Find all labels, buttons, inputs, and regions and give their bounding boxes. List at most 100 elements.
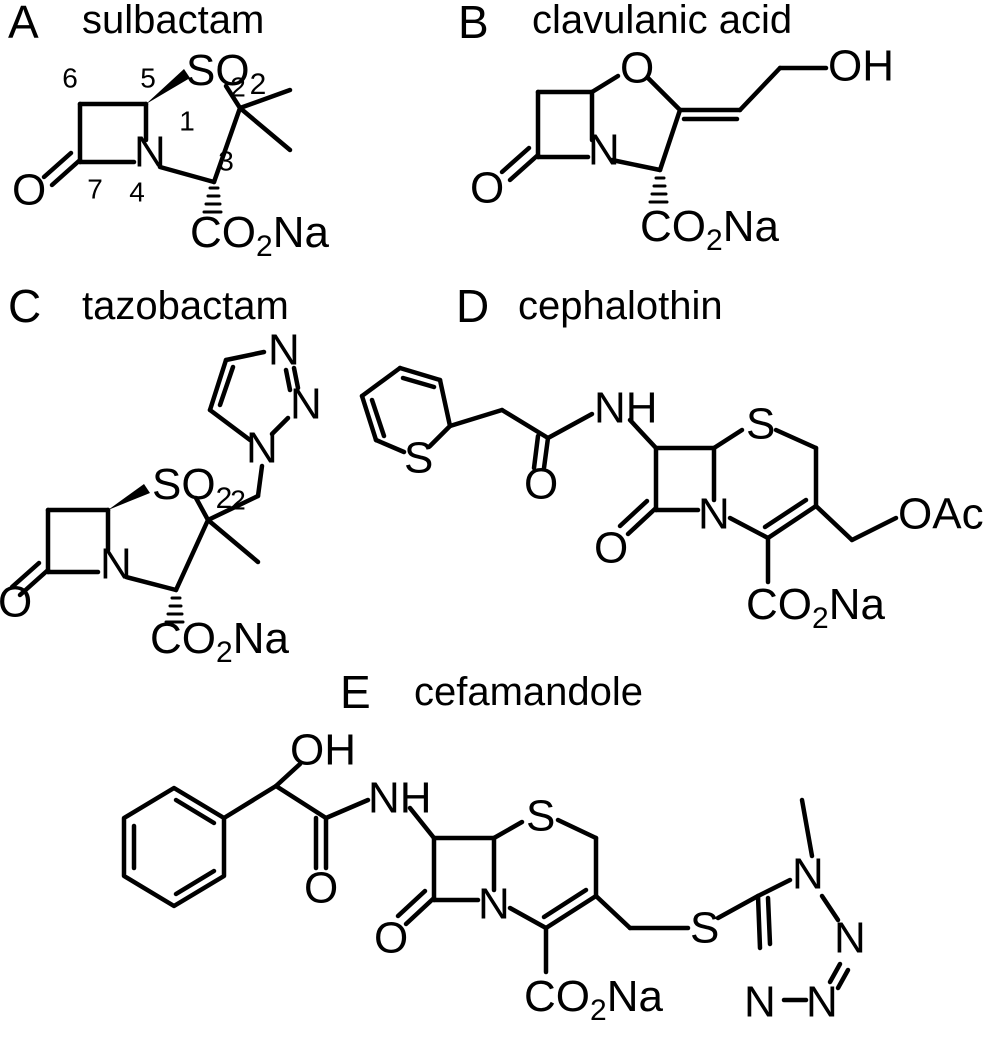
tetrazole-nitrogen-label: N — [792, 850, 824, 899]
bond — [819, 893, 841, 923]
bond — [173, 868, 217, 897]
ring-sulfur-label: S — [746, 400, 775, 449]
bond — [237, 87, 293, 111]
panel-d-cephalothin: D cephalothin — [359, 280, 984, 635]
nitrogen-label: N — [100, 540, 132, 589]
bond — [223, 349, 267, 363]
bond — [217, 364, 236, 408]
bond — [193, 495, 211, 523]
bond — [507, 152, 541, 183]
carboxylate-label: CO2Na — [190, 208, 329, 263]
bond — [507, 905, 549, 931]
panel-b-clavulanic-acid: B clavulanic acid O — [458, 0, 894, 257]
bond — [205, 517, 261, 565]
locant: 4 — [129, 177, 145, 208]
bond — [273, 761, 303, 789]
panel-c-bonds — [9, 349, 301, 624]
locant: 5 — [140, 63, 156, 94]
amide-oxygen-label: O — [304, 864, 338, 913]
bond — [617, 498, 650, 529]
carboxylate-label: CO2Na — [524, 972, 663, 1027]
carboxylate-label: CO2Na — [746, 580, 885, 635]
panel-e-bonds — [121, 761, 851, 1003]
panel-e-atoms: OH NH O S N O S N N N N CO2Na — [290, 726, 866, 1027]
bond — [499, 407, 551, 441]
locant: 7 — [87, 174, 103, 205]
bond — [283, 367, 293, 393]
panel-b-name: clavulanic acid — [532, 0, 792, 42]
wedge-bond — [108, 484, 150, 510]
bond — [799, 797, 815, 859]
panel-a-bonds — [41, 69, 293, 214]
panel-a-sulbactam: A sulbactam SO2 N O C — [8, 0, 329, 263]
wedge-bond — [146, 69, 190, 104]
bond — [813, 503, 855, 543]
carbonyl-oxygen-label: O — [12, 166, 46, 215]
locant: 2 — [230, 485, 246, 516]
triazole-nitrogen-label: N — [268, 326, 300, 375]
bond — [269, 415, 291, 437]
bond — [400, 375, 437, 390]
carbonyl-oxygen-label: O — [594, 524, 628, 573]
sulfone-label: SO2 — [186, 46, 266, 101]
bond — [437, 377, 453, 429]
panel-c-atoms: N N N SO2 2 N O CO2Na — [0, 326, 322, 669]
panel-a-name: sulbactam — [82, 0, 264, 42]
benzene-ring — [121, 785, 227, 909]
panel-c-name: tazobactam — [82, 284, 289, 328]
bond — [41, 150, 74, 180]
thiophene-sulfur-label: S — [404, 434, 433, 483]
bond — [323, 797, 371, 821]
locant: 1 — [179, 106, 195, 137]
hydroxyl-label: OH — [828, 42, 894, 91]
panel-b-atoms: O OH N O CO2Na — [470, 42, 894, 257]
bond — [765, 895, 773, 947]
bond — [427, 423, 453, 449]
bond — [593, 893, 633, 931]
bond — [715, 893, 761, 921]
locant: 6 — [62, 63, 78, 94]
bond — [627, 417, 659, 451]
bond — [625, 505, 659, 537]
bond — [407, 805, 437, 841]
locant: 3 — [218, 146, 234, 177]
hashed-bond — [164, 596, 185, 624]
bond — [589, 73, 621, 95]
bond — [827, 961, 843, 985]
panel-e-name: cefamandole — [414, 670, 643, 714]
locant: 2 — [230, 72, 246, 103]
panel-a-letter: A — [8, 0, 39, 48]
sulfone-label: SO2 — [152, 460, 232, 515]
thioether-sulfur-label: S — [690, 904, 719, 953]
bond — [737, 65, 783, 113]
panel-a-locants: 6 5 1 2 3 4 7 — [62, 63, 246, 208]
bond — [499, 145, 532, 175]
bond — [531, 433, 541, 471]
bond — [773, 427, 819, 451]
ring-sulfur-label: S — [526, 792, 555, 841]
amide-nh-label: NH — [594, 384, 658, 433]
bond — [9, 560, 42, 590]
bond — [223, 83, 243, 111]
bond — [491, 819, 525, 841]
bond — [755, 877, 793, 899]
bond — [359, 365, 403, 399]
bond — [403, 895, 437, 927]
triazole-nitrogen-label: N — [246, 424, 278, 473]
panel-b-letter: B — [458, 0, 489, 48]
bond — [255, 463, 265, 499]
bond — [211, 105, 243, 185]
bond — [205, 493, 261, 523]
ring-oxygen-label: O — [620, 44, 654, 93]
bond — [645, 75, 683, 113]
acetoxy-label: OAc — [898, 490, 984, 539]
panel-b-bonds — [499, 65, 829, 204]
bond — [727, 515, 771, 541]
hashed-bond — [202, 186, 223, 214]
bond — [173, 797, 217, 826]
carboxylate-label: CO2Na — [150, 614, 289, 669]
nitrogen-label: N — [698, 490, 730, 539]
tetrazole-nitrogen-label: N — [834, 914, 866, 963]
panel-d-bonds — [359, 365, 899, 585]
